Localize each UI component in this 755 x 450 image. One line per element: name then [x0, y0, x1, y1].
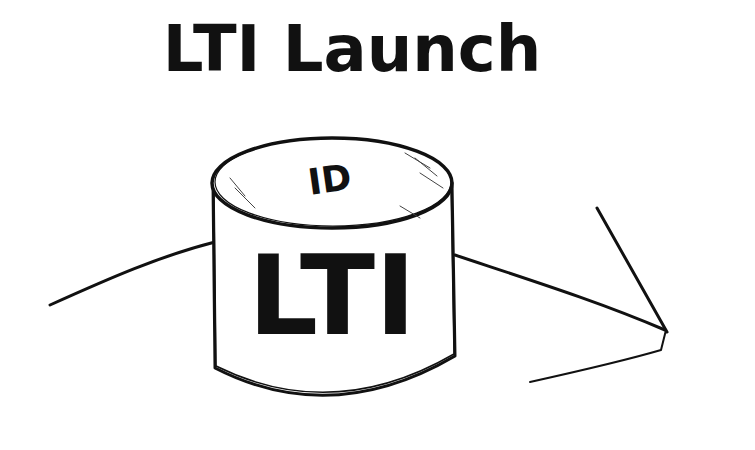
cylinder-top-label: ID — [306, 159, 354, 201]
arrow-curve — [50, 242, 215, 305]
hatch-stroke — [420, 173, 443, 188]
title: LTI Launch — [163, 14, 542, 84]
hatch-stroke — [400, 206, 420, 218]
cylinder-top — [212, 138, 452, 228]
cylinder-side-label: LTI — [248, 241, 416, 351]
hatch-stroke — [230, 178, 245, 196]
hatch-stroke — [235, 188, 255, 208]
arrowhead-stroke — [530, 330, 666, 382]
cylinder-node: ID LTI — [205, 128, 460, 398]
arrowhead-stroke — [597, 208, 667, 332]
arrow-curve — [455, 255, 665, 330]
cylinder-sketch-line — [215, 138, 451, 226]
hatch-stroke — [415, 158, 437, 176]
